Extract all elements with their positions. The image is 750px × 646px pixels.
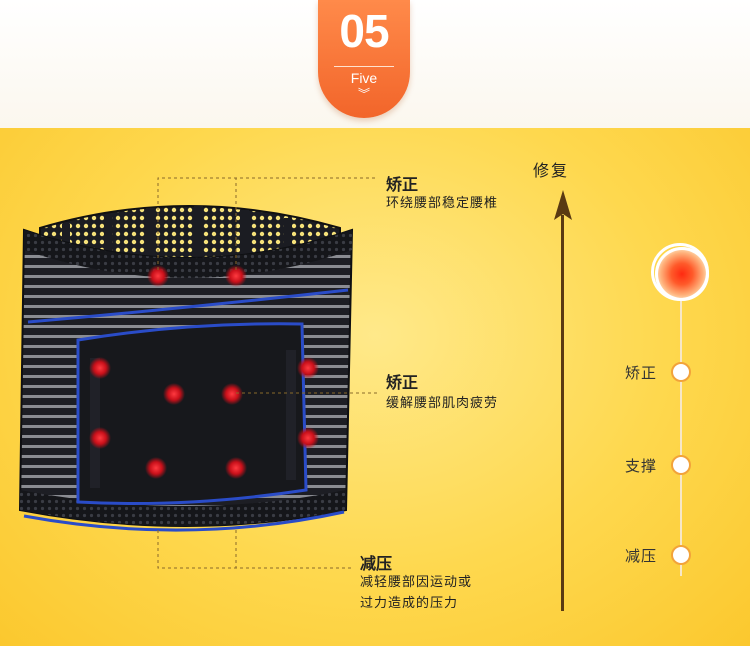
arrow-shaft (561, 215, 564, 611)
label-correct-1-title: 矫正 (386, 175, 419, 194)
section-number: 05 (339, 5, 389, 57)
scale-dot-support (671, 455, 691, 475)
label-decompress-title: 减压 (360, 554, 393, 573)
scale-dot-decompress (671, 545, 691, 565)
section-word: Five (350, 70, 378, 86)
arrow-label: 修复 (533, 161, 570, 180)
scale-label-correct: 矫正 (625, 364, 658, 382)
scale-label-support: 支撑 (625, 457, 658, 475)
scale-line (680, 286, 682, 576)
badge-divider (334, 66, 394, 67)
label-decompress-desc-1: 减轻腰部因运动或 (360, 575, 473, 590)
glow-ring (651, 243, 709, 301)
label-decompress-desc-2: 过力造成的压力 (360, 596, 459, 611)
label-correct-2-desc: 缓解腰部肌肉疲劳 (386, 396, 499, 411)
scale-label-decompress: 减压 (625, 547, 658, 565)
label-correct-2-title: 矫正 (386, 373, 419, 392)
up-arrow-icon (554, 190, 572, 220)
section-badge: 05 Five ︾ (318, 0, 410, 118)
label-correct-1-desc: 环绕腰部稳定腰椎 (386, 196, 499, 211)
waist-belt-image (18, 205, 354, 532)
scale-dot-correct (671, 362, 691, 382)
chevron-down-icon: ︾ (357, 87, 370, 101)
